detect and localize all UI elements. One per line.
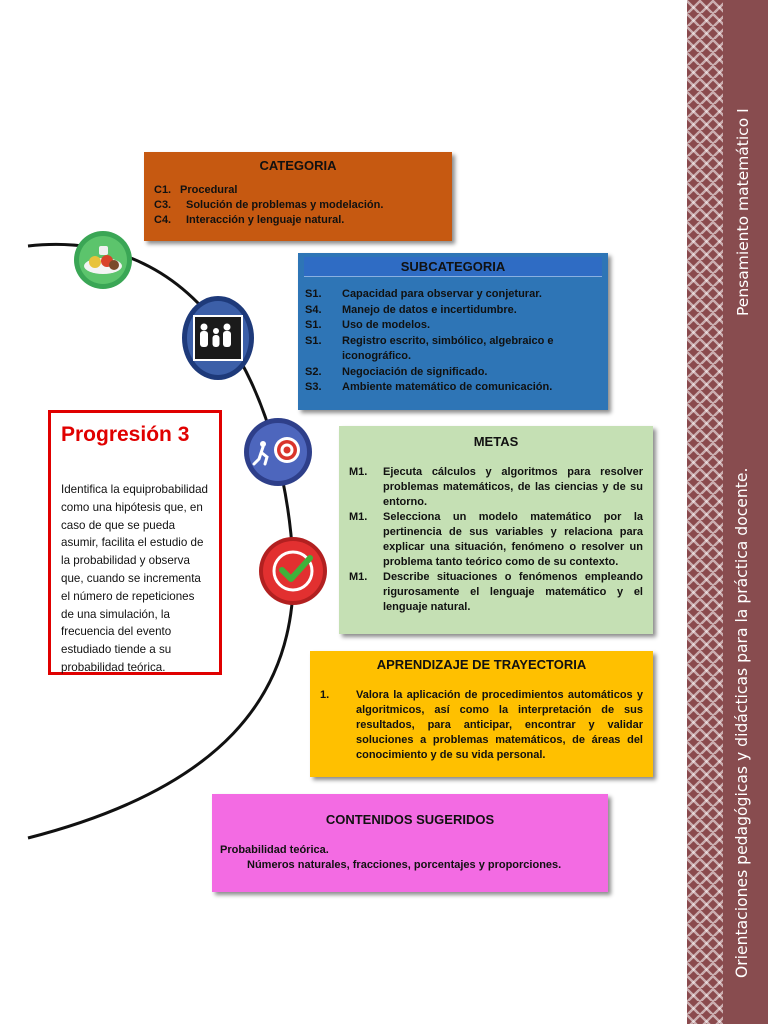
contenidos-title: CONTENIDOS SUGERIDOS <box>325 812 495 827</box>
subcategoria-item: S3. Ambiente matemático de comunicación. <box>305 380 601 396</box>
item-code: S1. <box>305 288 322 300</box>
item-text: Solución de problemas y modelación. <box>186 199 384 211</box>
item-code: S2. <box>305 365 322 378</box>
contenidos-line: Probabilidad teórica. <box>220 844 329 856</box>
subcategoria-item: S4. Manejo de datos e incertidumbre. <box>305 303 601 319</box>
subcategoria-item: S2. Negociación de significado. <box>305 365 601 381</box>
progresion-title: Progresión 3 <box>61 423 190 446</box>
contenidos-line: Números naturales, fracciones, porcentaj… <box>247 859 562 871</box>
sidebar-subtitle: Orientaciones pedagógicas y didácticas p… <box>733 467 751 978</box>
item-code: C1. <box>154 184 172 196</box>
item-text: Uso de modelos. <box>342 319 431 331</box>
subcategoria-item: S1. Capacidad para observar y conjeturar. <box>305 287 601 303</box>
item-text: Ejecuta cálculos y algoritmos para resol… <box>383 466 643 508</box>
item-code: S1. <box>305 319 322 331</box>
categoria-title: CATEGORIA <box>259 158 337 173</box>
subcategoria-item: S1. Uso de modelos. <box>305 318 601 334</box>
item-code: S3. <box>305 381 322 393</box>
aprendizaje-item: 1. Valora la aplicación de procedimientos… <box>320 688 643 763</box>
item-text: Procedural <box>180 184 238 196</box>
item-code: M1. <box>349 571 368 583</box>
metas-item: M1. Selecciona un modelo matemático por l… <box>349 510 643 570</box>
aprendizaje-title: APRENDIZAJE DE TRAYECTORIA <box>376 657 587 672</box>
contenidos-box: CONTENIDOS SUGERIDOS Probabilidad teóric… <box>212 794 608 892</box>
categoria-box: CATEGORIA C1. Procedural C3. Solución de p… <box>144 152 452 241</box>
item-code: 1. <box>320 689 330 701</box>
item-text: Valora la aplicación de procedimientos a… <box>356 689 643 761</box>
checkmark-icon <box>259 537 327 605</box>
target-runner-icon <box>244 418 312 486</box>
item-text: Negociación de significado. <box>342 365 488 378</box>
metas-item: M1. Describe situaciones o fenómenos empl… <box>349 570 643 615</box>
aprendizaje-box: APRENDIZAJE DE TRAYECTORIA 1. Valora la a… <box>310 651 653 777</box>
item-code: M1. <box>349 511 368 523</box>
metas-item: M1. Ejecuta cálculos y algoritmos para re… <box>349 465 643 510</box>
metas-box: METAS M1. Ejecuta cálculos y algoritmos p… <box>339 426 653 634</box>
item-code: S4. <box>305 303 322 316</box>
progresion-box: Progresión 3 Identifica la equiprobabili… <box>48 410 222 675</box>
item-code: M1. <box>349 466 368 478</box>
sidebar-band <box>723 0 768 1024</box>
item-text: Describe situaciones o fenómenos emplean… <box>383 571 643 613</box>
item-text: Registro escrito, simbólico, algebraico … <box>342 334 554 363</box>
categoria-item: C1. Procedural <box>154 183 442 198</box>
subcategoria-title: SUBCATEGORIA <box>304 257 602 277</box>
item-code: C4. <box>154 214 172 226</box>
sidebar-title: Pensamiento matemático I <box>734 108 752 316</box>
progresion-text: Identifica la equiprobabilidad como una … <box>61 483 208 674</box>
item-text: Ambiente matemático de comunicación. <box>342 381 553 393</box>
subcategoria-item: S1. Registro escrito, simbólico, algebrai… <box>305 334 601 365</box>
item-text: Capacidad para observar y conjeturar. <box>342 288 542 300</box>
metas-title: METAS <box>473 434 519 449</box>
food-plate-icon <box>74 231 132 289</box>
item-code: C3. <box>154 199 172 211</box>
subcategoria-box: SUBCATEGORIA S1. Capacidad para observar … <box>298 253 608 410</box>
item-text: Interacción y lenguaje natural. <box>186 214 345 226</box>
categoria-item: C3. Solución de problemas y modelación. <box>154 198 442 213</box>
family-icon <box>182 296 254 380</box>
item-text: Selecciona un modelo matemático por la p… <box>383 511 643 568</box>
item-text: Manejo de datos e incertidumbre. <box>342 303 517 316</box>
categoria-item: C4. Interacción y lenguaje natural. <box>154 213 442 228</box>
item-code: S1. <box>305 334 322 347</box>
